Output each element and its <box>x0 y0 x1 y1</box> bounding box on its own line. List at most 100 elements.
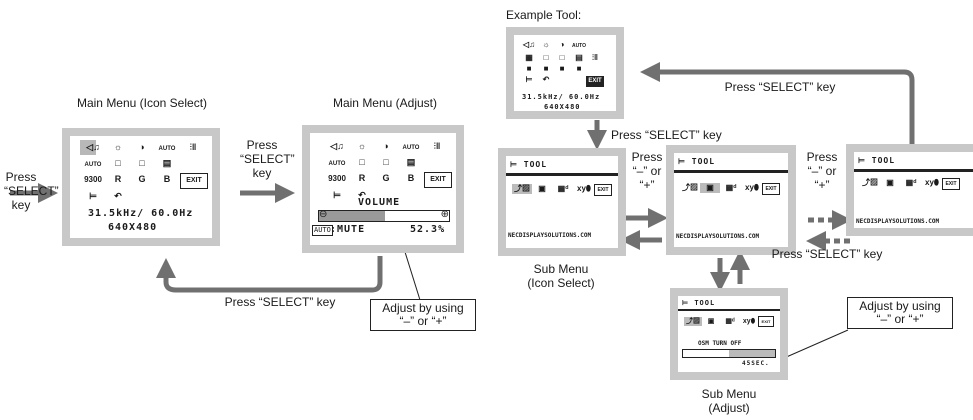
red-icon: R <box>358 173 366 183</box>
tool-icon: ⊨ <box>89 191 97 201</box>
lang-icon: xy⬮ <box>577 184 591 193</box>
color-temp-icon: 9300 <box>328 174 346 183</box>
auto-icon: AUTO <box>84 162 102 168</box>
title-underline <box>506 173 618 176</box>
example-freq: 31.5kHz/ 60.0Hz <box>522 93 601 101</box>
info-icon: ▦ᵈ <box>557 184 569 193</box>
arrow-top-loop <box>640 62 915 146</box>
press-minus-plus-label-1: Press “–” or “+” <box>631 150 663 192</box>
osm-icon: ⤴▨ <box>684 317 702 326</box>
size-icon: □ <box>115 158 121 168</box>
press-select-mid-label: Press “SELECT” key <box>240 138 295 180</box>
main-menu-adjust-title: Main Menu (Adjust) <box>332 96 438 110</box>
press-select-bottom-right-label: Press “SELECT” key <box>771 247 883 261</box>
auto-icon: AUTO <box>328 161 346 167</box>
reset-icon: ↶ <box>114 191 122 201</box>
exit-icon: EXIT <box>758 316 774 327</box>
press-select-left-label: Press “SELECT” key <box>4 170 59 212</box>
arrow-return-loop <box>156 256 383 293</box>
minus-icon: ⊖ <box>319 209 328 220</box>
exit-icon: EXIT <box>180 173 208 189</box>
frequency-readout: 31.5kHz/ 60.0Hz <box>88 208 194 219</box>
press-minus-plus-label-2: Press “–” or “+” <box>806 150 838 192</box>
volume-icon: ◁♫ <box>86 142 100 152</box>
reset-icon: ↶ <box>358 190 366 200</box>
adjust-callout-right: Adjust by using “–” or “+” <box>847 297 953 329</box>
title-underline <box>678 309 780 311</box>
volume-value: 52.3% <box>410 224 446 235</box>
example-icon-grid: ◁♫☼◑AUTO ▦□□▤⫶‖ ■■■■ ⊨↶EXIT <box>520 39 604 87</box>
main-menu-icon-select-title: Main Menu (Icon Select) <box>76 96 208 110</box>
volume-slider[interactable]: ⊖ ⊕ <box>318 209 450 222</box>
sub-icon-row: ⤴▨▣ ▦ᵈ xy⬮EXIT <box>680 183 780 195</box>
press-select-bottom-label: Press “SELECT” key <box>224 295 336 309</box>
osm-slider[interactable] <box>682 349 776 358</box>
auto-adjust-icon: AUTO <box>158 146 176 152</box>
contrast-icon: ◑ <box>139 142 145 152</box>
selected-icon-highlight <box>80 140 96 155</box>
brightness-icon: ☼ <box>113 142 123 152</box>
size-icon: □ <box>359 157 365 167</box>
volume-icon: ◁♫ <box>330 141 344 151</box>
sub-menu-adjust-label: Sub Menu (Adjust) <box>701 387 757 415</box>
lang-icon: xy⬮ <box>745 183 759 192</box>
lock-icon: ▣ <box>700 183 720 193</box>
tool-title: ⊨ TOOL <box>858 156 896 165</box>
osm-turn-off-label: OSM TURN OFF <box>698 340 742 347</box>
vpos-icon: ▤ <box>162 158 172 168</box>
website-text: NECDISPLAYSOLUTIONS.COM <box>508 232 592 239</box>
osm-turn-off-value: 45SEC. <box>742 360 770 367</box>
exit-icon: EXIT <box>762 183 780 195</box>
exit-icon: EXIT <box>594 184 612 196</box>
vpos-icon: ▤ <box>406 157 416 167</box>
tool-title: ⊨ TOOL <box>682 299 716 307</box>
hpos-icon: ⫶‖ <box>189 142 197 152</box>
sub-menu-icon-select-label: Sub Menu (Icon Select) <box>527 262 595 290</box>
title-underline <box>674 170 788 173</box>
info-icon: ▦ᵈ <box>725 183 737 192</box>
osm-icon: ⤴▨ <box>862 178 878 187</box>
press-select-top-right-label: Press “SELECT” key <box>724 80 836 94</box>
exit-icon: EXIT <box>942 178 960 190</box>
osm-slider-fill <box>683 350 729 357</box>
callout-leader-left <box>404 251 421 301</box>
press-select-down-label: Press “SELECT” key <box>611 128 722 142</box>
red-icon: R <box>114 174 122 184</box>
brightness-icon: ☼ <box>357 141 367 151</box>
green-icon: G <box>138 174 146 184</box>
blue-icon: B <box>407 173 415 183</box>
blue-icon: B <box>163 174 171 184</box>
osm-icon: ⤴▨ <box>682 183 698 192</box>
resolution-readout: 640X480 <box>108 222 158 233</box>
example-tool-screen: ◁♫☼◑AUTO ▦□□▤⫶‖ ■■■■ ⊨↶EXIT 31.5kHz/ 60.… <box>506 27 624 119</box>
website-text: NECDISPLAYSOLUTIONS.COM <box>676 233 760 240</box>
auto-badge: AUTO <box>312 225 333 236</box>
lock-icon: ▣ <box>707 318 715 325</box>
volume-label: VOLUME <box>358 197 401 208</box>
auto-adjust-icon: AUTO <box>402 145 420 151</box>
mute-text: :MUTE <box>330 224 366 235</box>
example-tool-label: Example Tool: <box>506 8 582 22</box>
info-icon: ▦ᵈ <box>725 318 735 325</box>
green-icon: G <box>382 173 390 183</box>
osm-icon: ⤴▨ <box>512 184 532 194</box>
contrast-icon: ◑ <box>383 141 389 151</box>
volume-slider-fill <box>319 211 385 221</box>
lang-icon: xy⬮ <box>925 178 939 187</box>
tool-icon: ⊨ <box>333 190 341 200</box>
position-icon: □ <box>139 158 145 168</box>
exit-icon: EXIT <box>424 172 452 188</box>
plus-icon: ⊕ <box>440 209 449 220</box>
position-icon: □ <box>383 157 389 167</box>
lock-icon: ▣ <box>886 178 894 187</box>
